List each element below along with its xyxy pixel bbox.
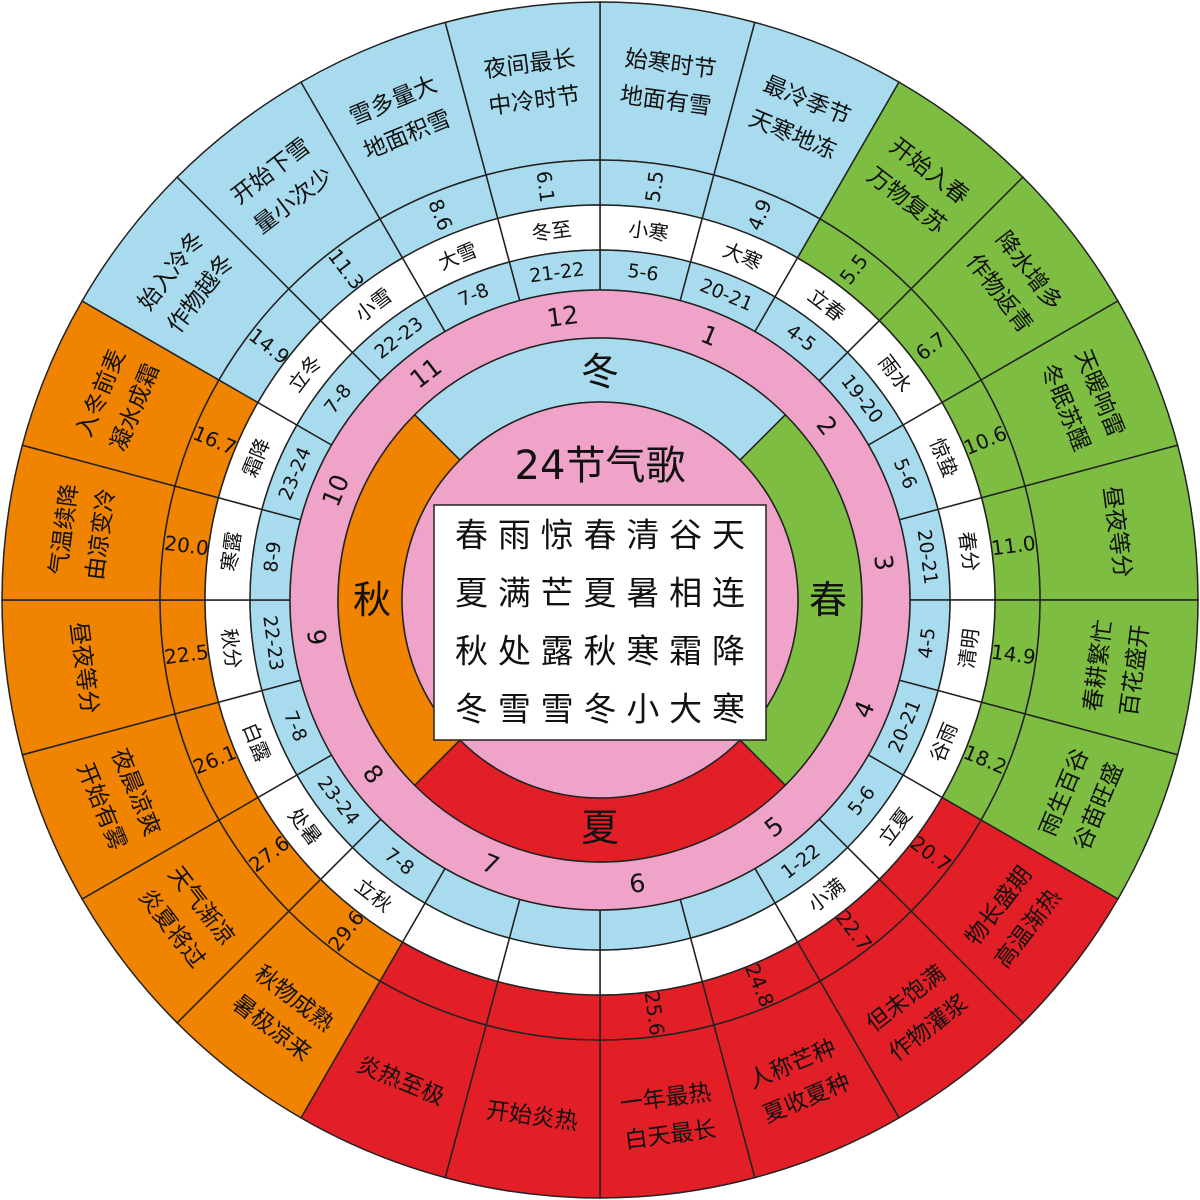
- month-label: 9: [301, 628, 332, 648]
- month-label: 12: [545, 300, 580, 333]
- term-name-label: 冬至: [530, 217, 573, 246]
- season-ring: 春夏 秋 冬: [337, 337, 863, 863]
- term-name-label: 春分: [954, 530, 983, 573]
- season-label: 秋: [353, 578, 391, 622]
- poem-line: 秋处露秋寒霜降: [455, 632, 745, 671]
- date-ring: 5-620-214-519-205-620-214-520-215-61-227…: [249, 249, 951, 951]
- term-name-label: 小寒: [627, 217, 670, 246]
- date-label: 5-6: [626, 260, 660, 286]
- temperature-label: 22.5: [163, 640, 210, 670]
- temperature-label: 14.9: [990, 640, 1037, 670]
- poem-line: 春雨惊春清谷天: [455, 516, 745, 555]
- date-label: 4-5: [914, 626, 940, 660]
- temperature-ring: 5.54.95.56.710.611.014.918.220.722.724.8…: [159, 159, 1041, 1041]
- term-name-label: 寒露: [217, 530, 246, 573]
- temperature-label: 5.5: [640, 169, 668, 204]
- month-label: 3: [868, 553, 899, 573]
- season-label: 夏: [581, 806, 619, 850]
- season-label: 春: [809, 578, 847, 622]
- poem-line: 冬雪雪冬小大寒: [455, 690, 745, 729]
- season-label: 冬: [581, 350, 619, 394]
- term-name-label: 秋分: [217, 627, 246, 670]
- chart-title: 24节气歌: [515, 443, 686, 489]
- center-panel: 24节气歌 春雨惊春清谷天 夏满芒夏暑相连 秋处露秋寒霜降 冬雪雪冬小大寒: [401, 401, 799, 799]
- term-name-label: 清明: [954, 627, 983, 670]
- temperature-label: 6.1: [532, 169, 560, 204]
- temperature-label: 11.0: [990, 531, 1037, 561]
- date-label: 8-9: [260, 540, 286, 574]
- poem-box: [433, 504, 767, 741]
- temperature-label: 25.6: [640, 990, 670, 1037]
- poem-line: 夏满芒夏暑相连: [455, 574, 745, 613]
- temperature-label: 20.0: [163, 531, 210, 561]
- month-label: 6: [628, 868, 648, 899]
